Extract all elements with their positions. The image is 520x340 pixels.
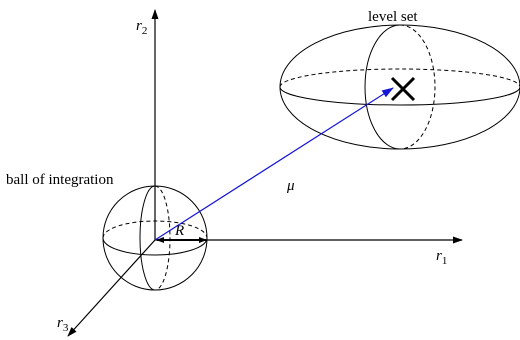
axes [67, 9, 463, 337]
sphere-meridian-front [139, 185, 156, 291]
mean-cross-icon [390, 76, 416, 102]
ellipsoid-meridian-front [364, 24, 401, 150]
mu-label: μ [286, 178, 295, 194]
r1-axis-label: r1 [436, 248, 447, 267]
r3-label-sub: 3 [63, 322, 69, 334]
r3-label-main: r [57, 315, 63, 331]
ellipsoid-equator-front [279, 86, 520, 106]
mean-vector-arrow [154, 87, 394, 241]
ball-of-integration-label: ball of integration [6, 172, 114, 188]
level-set-ellipsoid [279, 24, 520, 150]
sphere-equator-back [102, 220, 208, 239]
r2-label-main: r [136, 18, 142, 34]
radius-label: R [174, 223, 184, 239]
r2-axis-label: r2 [136, 18, 147, 37]
r1-label-sub: 1 [442, 255, 448, 267]
r2-label-sub: 2 [142, 25, 148, 37]
sphere-equator-front [102, 237, 208, 256]
r3-axis-label: r3 [57, 315, 69, 334]
level-set-label: level set [368, 9, 418, 25]
ellipsoid-equator-back [279, 68, 520, 88]
r1-label-main: r [436, 248, 442, 264]
ellipsoid-meridian-back [399, 24, 436, 150]
